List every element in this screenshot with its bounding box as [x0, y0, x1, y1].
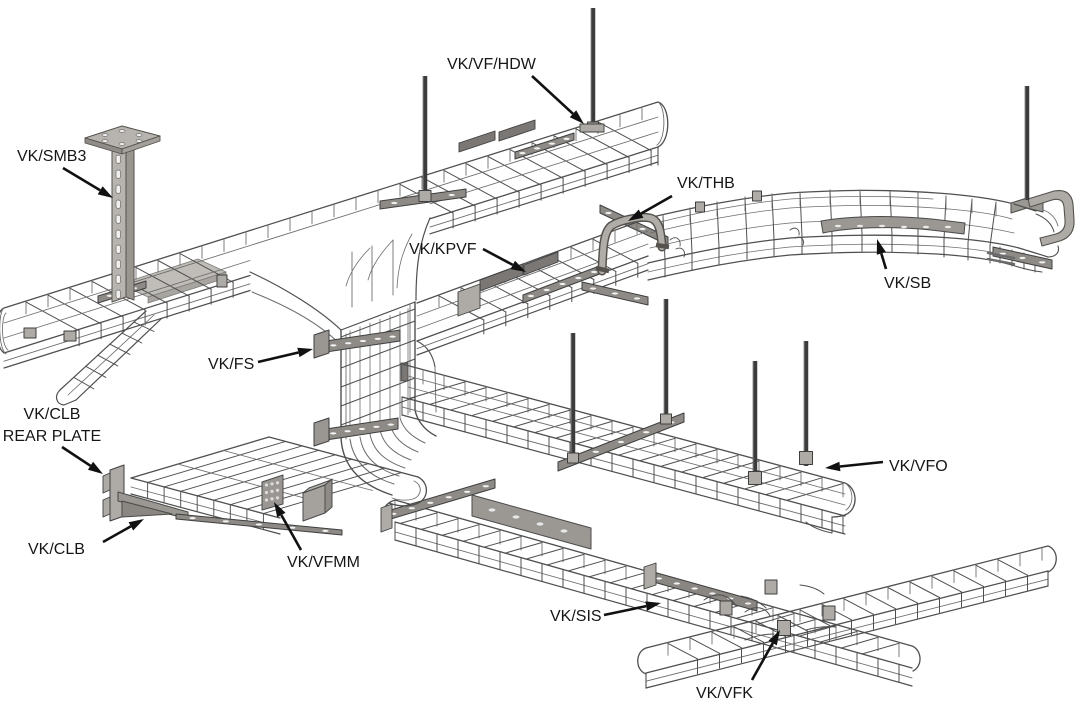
svg-text:VK/CLB: VK/CLB	[28, 541, 85, 558]
svg-text:VK/VFO: VK/VFO	[889, 458, 948, 475]
svg-text:VK/SMB3: VK/SMB3	[17, 148, 86, 165]
svg-text:VK/SB: VK/SB	[884, 275, 931, 292]
svg-text:VK/KPVF: VK/KPVF	[409, 241, 477, 258]
svg-text:VK/SIS: VK/SIS	[550, 608, 602, 625]
svg-text:VK/THB: VK/THB	[677, 175, 735, 192]
svg-text:VK/VF/HDW: VK/VF/HDW	[447, 56, 537, 73]
svg-text:VK/CLB: VK/CLB	[24, 406, 81, 423]
svg-text:VK/VFK: VK/VFK	[696, 685, 753, 702]
svg-text:REAR PLATE: REAR PLATE	[3, 428, 101, 445]
svg-text:VK/FS: VK/FS	[208, 356, 254, 373]
svg-text:VK/VFMM: VK/VFMM	[287, 554, 360, 571]
